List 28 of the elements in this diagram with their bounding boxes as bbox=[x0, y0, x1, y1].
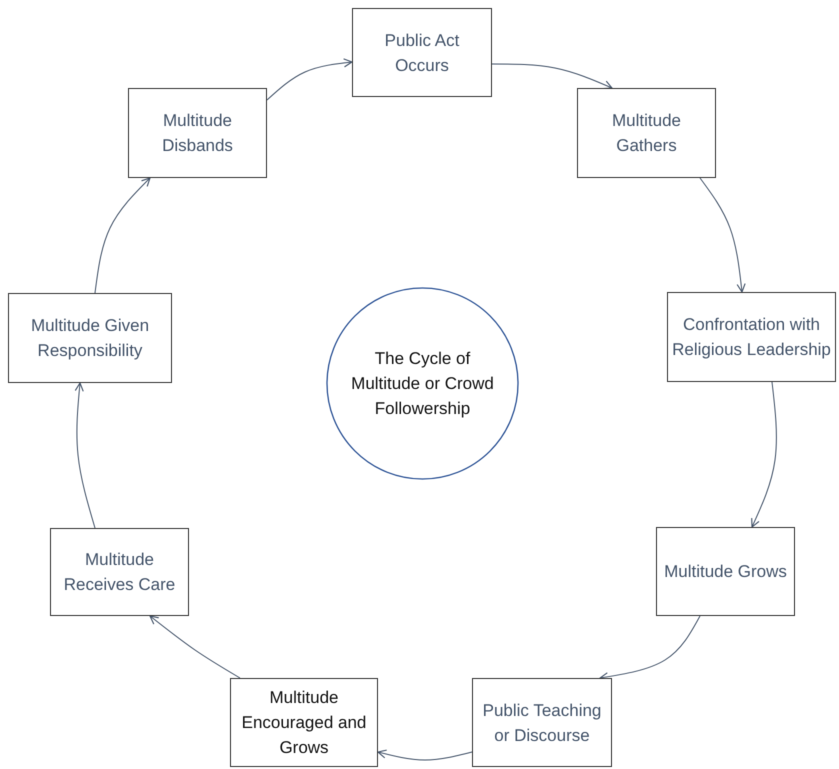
curved-arrow bbox=[74, 382, 96, 528]
step-label: Multitude Grows bbox=[664, 561, 787, 583]
curved-arrow bbox=[94, 177, 151, 294]
process-box bbox=[577, 88, 716, 178]
step-label: Multitude Encouraged and Grows bbox=[240, 687, 368, 759]
step-label: Multitude Receives Care bbox=[62, 549, 176, 596]
process-box bbox=[128, 88, 267, 178]
curved-arrow bbox=[751, 382, 777, 528]
process-box bbox=[50, 528, 189, 616]
step-label: Multitude Disbands bbox=[161, 110, 234, 157]
step-label: Multitude Given Responsibility bbox=[30, 315, 150, 362]
process-box bbox=[667, 292, 836, 382]
process-box bbox=[352, 8, 492, 97]
step-label: Confrontation with Religious Leadership bbox=[671, 314, 832, 361]
curved-arrow bbox=[377, 750, 472, 760]
step-label: Multitude Gathers bbox=[611, 110, 682, 157]
process-box bbox=[230, 678, 378, 767]
curved-arrow bbox=[700, 178, 746, 293]
title-circle bbox=[326, 287, 519, 480]
step-label: Public Teaching or Discourse bbox=[482, 700, 602, 746]
curved-arrow bbox=[149, 615, 240, 678]
curved-arrow bbox=[492, 64, 613, 90]
process-box bbox=[8, 293, 172, 383]
process-box bbox=[656, 527, 795, 616]
step-label: Public Act Occurs bbox=[384, 30, 460, 76]
process-box bbox=[472, 678, 612, 767]
curved-arrow bbox=[266, 58, 353, 100]
center-title: The Cycle of Multitude or Crowd Followership bbox=[350, 348, 495, 420]
